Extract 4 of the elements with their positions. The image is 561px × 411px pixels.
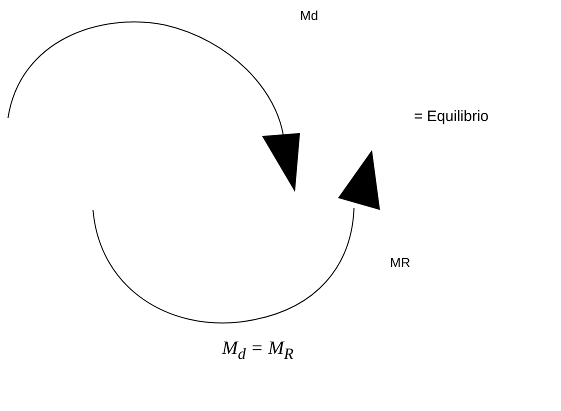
equation: M$_{d}$ = M$_{R}$ bbox=[222, 338, 294, 365]
equilibrium-label: = Equilibrio bbox=[414, 108, 489, 126]
moment-label: MR bbox=[390, 255, 410, 271]
moment-label: Md bbox=[300, 8, 318, 24]
